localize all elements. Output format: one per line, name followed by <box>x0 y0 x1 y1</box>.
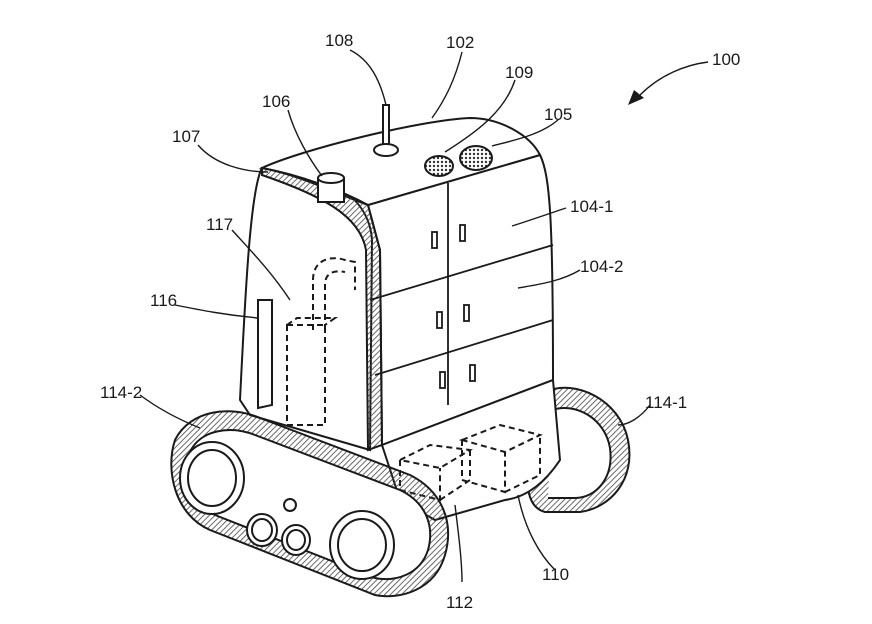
label-handle: 116 <box>150 291 177 310</box>
handle-icon <box>257 299 273 410</box>
arrow-icon <box>628 90 644 105</box>
camera-icon <box>317 172 345 203</box>
label-compartment-middle: 104-2 <box>580 257 623 276</box>
label-compartment-upper: 104-1 <box>570 197 613 216</box>
label-battery: 112 <box>446 593 473 612</box>
label-track-left: 114-2 <box>100 383 142 402</box>
controller-hidden <box>286 257 356 426</box>
speaker-icon <box>459 145 493 171</box>
label-bumper: 107 <box>172 127 200 146</box>
compartment-doors <box>369 183 554 405</box>
leader-lines <box>139 49 709 583</box>
label-robot: 100 <box>712 50 740 69</box>
label-body: 102 <box>446 33 474 52</box>
label-antenna: 108 <box>325 31 353 50</box>
label-sensor: 109 <box>505 63 533 82</box>
label-track-right: 114-1 <box>645 393 687 412</box>
left-track <box>170 410 450 598</box>
label-camera: 106 <box>262 92 290 111</box>
label-motor: 110 <box>542 565 569 584</box>
label-speaker: 105 <box>544 105 572 124</box>
sensor-icon <box>424 155 454 177</box>
label-controller: 117 <box>206 215 233 234</box>
